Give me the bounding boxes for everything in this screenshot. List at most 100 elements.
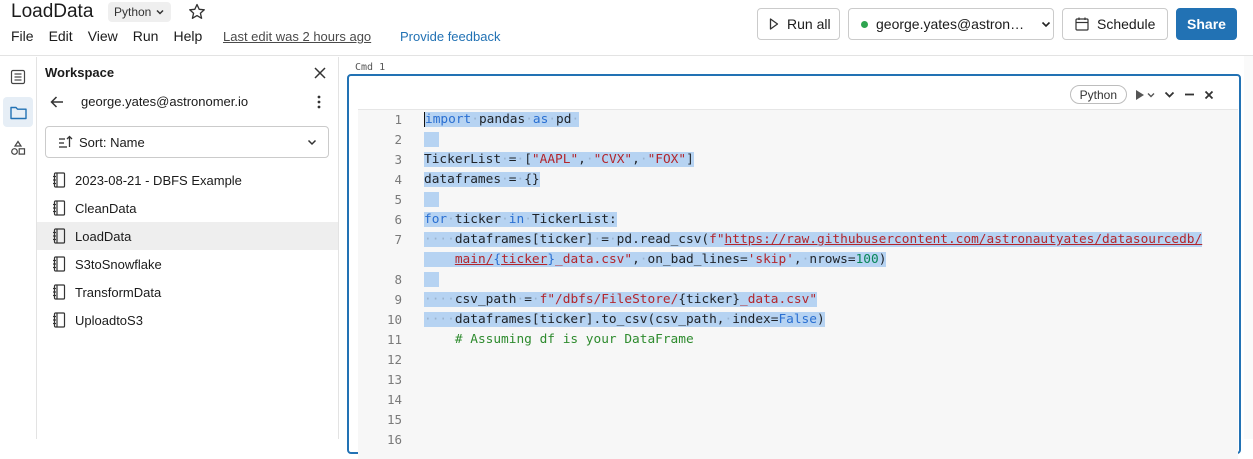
list-item[interactable]: TransformData — [37, 278, 338, 306]
code-line: TickerList·=·["AAPL",·"CVX",·"FOX"] — [424, 152, 694, 167]
menu-help[interactable]: Help — [173, 28, 203, 44]
run-cell-icon[interactable] — [1134, 88, 1156, 102]
menu-view[interactable]: View — [87, 28, 118, 44]
list-item-label: UploadtoS3 — [75, 312, 143, 328]
notebook-icon — [53, 172, 66, 188]
code-body[interactable]: import·pandas·as·pd· TickerList·=·["AAPL… — [424, 110, 1224, 350]
last-edit-link[interactable]: Last edit was 2 hours ago — [223, 29, 372, 44]
sort-icon — [59, 135, 73, 148]
notebook-title[interactable]: LoadData — [11, 1, 94, 22]
menu-bar: File Edit View Run Help — [11, 28, 217, 44]
list-item-active[interactable]: LoadData — [37, 222, 338, 250]
line-number: 16 — [386, 432, 402, 447]
rail-data-button[interactable] — [3, 133, 33, 163]
cell-language-badge[interactable]: Python — [1069, 85, 1127, 104]
run-all-button[interactable]: Run all — [757, 8, 840, 40]
schedule-label: Schedule — [1097, 16, 1156, 32]
menu-file[interactable]: File — [11, 28, 34, 44]
chevron-down-icon — [156, 9, 164, 15]
play-icon — [769, 18, 779, 30]
workspace-panel: Workspace george.yates@astronomer.io Sor… — [37, 57, 339, 439]
line-number: 3 — [394, 152, 402, 167]
close-icon[interactable] — [1203, 89, 1215, 101]
line-number: 7 — [394, 232, 402, 247]
star-icon[interactable] — [187, 2, 207, 22]
code-line: main/{ticker}_data.csv",·on_bad_lines='s… — [424, 250, 1224, 270]
chevron-down-icon — [307, 139, 317, 146]
line-number: 1 — [394, 112, 402, 127]
text-cursor — [424, 112, 425, 127]
notebook-toc-icon — [10, 69, 26, 85]
code-line: dataframes·=·{} — [424, 172, 540, 187]
code-line — [424, 190, 1224, 210]
line-number: 2 — [394, 132, 402, 147]
list-item-label: TransformData — [75, 284, 162, 300]
language-selector[interactable]: Python — [108, 2, 172, 22]
line-number: 6 — [394, 212, 402, 227]
line-number-gutter: 1 2 3 4 5 6 7 8 9 10 11 12 13 14 15 16 — [358, 110, 402, 450]
line-number: 12 — [386, 352, 402, 367]
list-item[interactable]: CleanData — [37, 194, 338, 222]
list-item[interactable]: S3toSnowflake — [37, 250, 338, 278]
cell-toolbar: Python — [1069, 85, 1215, 104]
share-button[interactable]: Share — [1176, 8, 1237, 40]
minimize-icon[interactable] — [1183, 88, 1196, 101]
notebook-icon — [53, 284, 66, 300]
line-number: 14 — [386, 392, 402, 407]
menu-run[interactable]: Run — [132, 28, 159, 44]
list-item-label: LoadData — [75, 228, 132, 244]
calendar-icon — [1075, 17, 1089, 31]
line-number: 11 — [386, 332, 402, 347]
line-number: 8 — [394, 272, 402, 287]
folder-icon — [9, 106, 27, 119]
code-editor[interactable]: 1 2 3 4 5 6 7 8 9 10 11 12 13 14 15 16 i… — [358, 109, 1238, 459]
code-line: import·pandas·as·pd· — [424, 112, 580, 127]
line-number: 10 — [386, 312, 402, 327]
list-item[interactable]: UploadtoS3 — [37, 306, 338, 334]
notebook-icon — [53, 228, 66, 244]
line-number: 5 — [394, 192, 402, 207]
list-item-label: 2023-08-21 - DBFS Example — [75, 172, 242, 188]
code-line — [424, 130, 1224, 150]
code-line: ····dataframes[ticker]·=·pd.read_csv(f"h… — [424, 232, 1203, 247]
code-cell[interactable]: Python 1 2 3 4 5 6 7 8 9 10 11 12 13 14 … — [347, 74, 1241, 459]
code-line: ····csv_path·=·f"/dbfs/FileStore/{ticker… — [424, 292, 818, 307]
rail-toc-button[interactable] — [3, 62, 33, 92]
main-scrollbar[interactable] — [1244, 56, 1253, 439]
sort-dropdown[interactable]: Sort: Name — [45, 126, 329, 158]
sort-label: Sort: Name — [79, 134, 145, 150]
run-all-label: Run all — [787, 16, 831, 32]
cluster-status-dot — [861, 20, 868, 28]
list-item-label: S3toSnowflake — [75, 256, 162, 272]
close-icon[interactable] — [312, 65, 328, 81]
kebab-menu-icon[interactable] — [314, 94, 324, 110]
code-line: for·ticker·in·TickerList: — [424, 212, 617, 227]
chevron-down-icon — [1042, 21, 1051, 28]
chevron-down-icon[interactable] — [1163, 88, 1176, 101]
list-item-label: CleanData — [75, 200, 137, 216]
workspace-file-list: 2023-08-21 - DBFS Example CleanData Load… — [37, 166, 338, 334]
command-label: Cmd 1 — [355, 62, 386, 73]
back-arrow-icon[interactable] — [49, 94, 65, 110]
workspace-title: Workspace — [45, 65, 115, 80]
rail-workspace-button[interactable] — [3, 97, 33, 127]
code-line: ····dataframes[ticker].to_csv(csv_path,·… — [424, 312, 825, 327]
line-number: 4 — [394, 172, 402, 187]
notebook-icon — [53, 256, 66, 272]
line-number: 15 — [386, 412, 402, 427]
provide-feedback-link[interactable]: Provide feedback — [400, 29, 501, 44]
shapes-icon — [11, 140, 26, 155]
cluster-selector[interactable]: george.yates@astron… — [848, 8, 1054, 40]
left-icon-rail — [0, 57, 37, 439]
notebook-icon — [53, 312, 66, 328]
list-item[interactable]: 2023-08-21 - DBFS Example — [37, 166, 338, 194]
line-number — [358, 250, 402, 270]
line-number: 13 — [386, 372, 402, 387]
top-header: LoadData Python File Edit View Run Help … — [0, 0, 1253, 56]
notebook-icon — [53, 200, 66, 216]
cluster-label: george.yates@astron… — [876, 16, 1025, 32]
workspace-user-folder: george.yates@astronomer.io — [81, 94, 249, 109]
code-line: # Assuming df is your DataFrame — [454, 332, 694, 347]
menu-edit[interactable]: Edit — [48, 28, 73, 44]
schedule-button[interactable]: Schedule — [1062, 8, 1168, 40]
